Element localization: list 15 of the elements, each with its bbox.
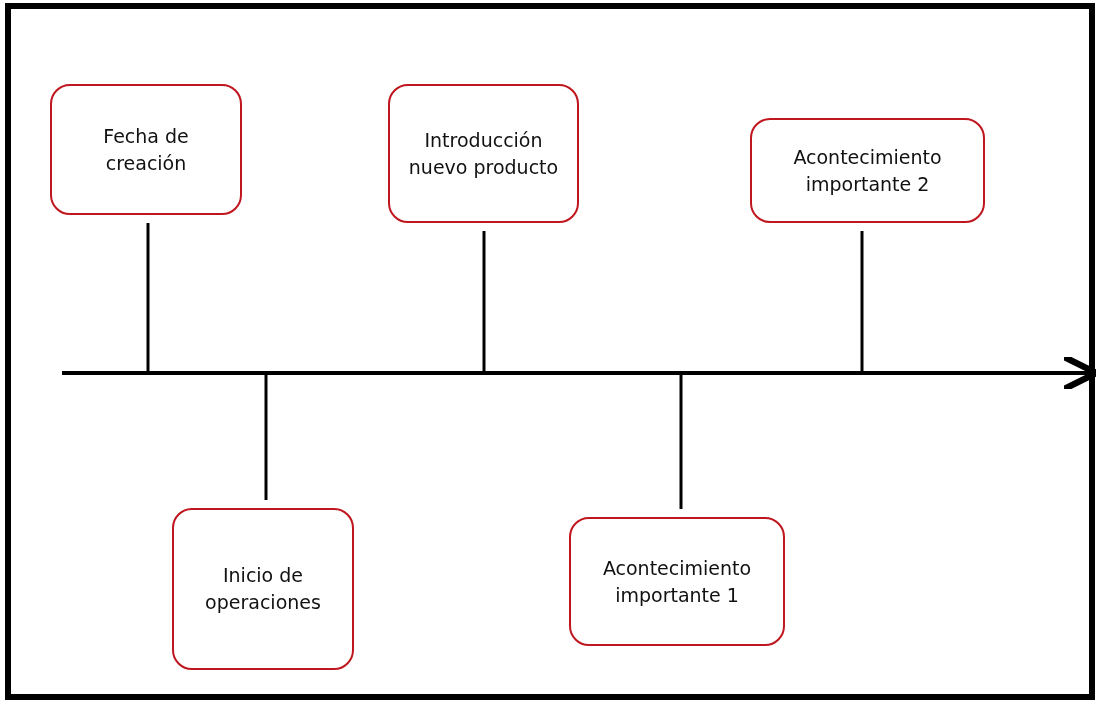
event-label: Fecha de creación xyxy=(102,123,190,176)
connector-line xyxy=(146,223,150,373)
event-label: Acontecimiento importante 1 xyxy=(601,555,753,608)
event-label: Acontecimiento importante 2 xyxy=(792,144,943,197)
event-box xyxy=(388,84,579,223)
connector-line xyxy=(860,231,864,373)
connector-line xyxy=(482,231,486,373)
event-box xyxy=(750,118,985,223)
connector-line xyxy=(679,373,683,509)
event-box xyxy=(569,517,785,646)
event-label: Inicio de operaciones xyxy=(204,563,322,615)
event-label: Introducción nuevo producto xyxy=(407,127,560,180)
event-box xyxy=(172,508,354,670)
event-box xyxy=(50,84,242,215)
connector-line xyxy=(264,373,268,500)
